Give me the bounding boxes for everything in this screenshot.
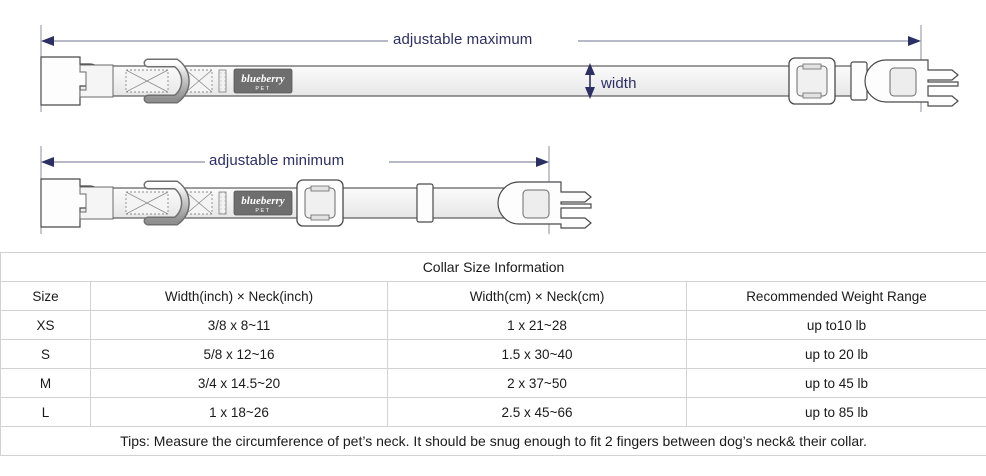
min-buckle-female-slot bbox=[79, 186, 114, 220]
min-brand-sub: PET bbox=[255, 208, 270, 214]
max-buckle-male-slot bbox=[889, 67, 917, 97]
cell-size: L bbox=[0, 397, 91, 427]
header-weight: Recommended Weight Range bbox=[686, 281, 986, 311]
cell-cm: 1.5 x 30~40 bbox=[387, 339, 687, 369]
collar-min-group: blueberry PET bbox=[40, 146, 592, 234]
min-arrow-right bbox=[536, 157, 549, 167]
width-label: width bbox=[601, 75, 637, 92]
max-brand-name: blueberry bbox=[241, 73, 285, 85]
max-ribbed-tag bbox=[218, 69, 227, 93]
cell-size: M bbox=[0, 368, 91, 398]
cell-size: S bbox=[0, 339, 91, 369]
cell-inch: 5/8 x 12~16 bbox=[90, 339, 388, 369]
collar-diagram-svg: blueberry PET bbox=[40, 25, 959, 234]
width-arrow-head-up bbox=[585, 63, 595, 75]
collar-size-table: Collar Size Information Size Width(inch)… bbox=[0, 252, 986, 456]
cell-inch: 3/4 x 14.5~20 bbox=[90, 368, 388, 398]
min-arrow-left bbox=[41, 157, 54, 167]
header-cm: Width(cm) × Neck(cm) bbox=[387, 281, 687, 311]
cell-weight: up to 85 lb bbox=[686, 397, 986, 427]
table-row: L 1 x 18~26 2.5 x 45~66 up to 85 lb bbox=[0, 397, 986, 427]
adjustable-minimum-label: adjustable minimum bbox=[209, 152, 345, 169]
min-buckle-male-slot bbox=[522, 189, 550, 219]
cell-weight: up to10 lb bbox=[686, 310, 986, 340]
table-row: XS 3/8 x 8~11 1 x 21~28 up to10 lb bbox=[0, 310, 986, 340]
min-d-ring-highlight bbox=[145, 182, 189, 224]
max-brand-sub: PET bbox=[255, 86, 270, 92]
cell-inch: 3/8 x 8~11 bbox=[90, 310, 388, 340]
cell-weight: up to 45 lb bbox=[686, 368, 986, 398]
cell-cm: 2 x 37~50 bbox=[387, 368, 687, 398]
max-slide-adjuster-inner bbox=[796, 65, 828, 97]
cell-weight: up to 20 lb bbox=[686, 339, 986, 369]
table-tips-row: Tips: Measure the circumference of pet’s… bbox=[0, 426, 986, 456]
table-tips: Tips: Measure the circumference of pet’s… bbox=[0, 426, 986, 456]
width-arrow-head-down bbox=[585, 87, 595, 99]
table-row: M 3/4 x 14.5~20 2 x 37~50 up to 45 lb bbox=[0, 368, 986, 398]
min-brand-label-plate bbox=[233, 190, 293, 216]
table-header-row: Size Width(inch) × Neck(inch) Width(cm) … bbox=[0, 281, 986, 311]
adjustable-maximum-label: adjustable maximum bbox=[393, 31, 533, 48]
min-slide-adjuster-inner bbox=[304, 187, 336, 219]
min-keeper-loop bbox=[416, 183, 434, 223]
max-d-ring-highlight bbox=[145, 60, 189, 102]
collar-max-group: blueberry PET bbox=[40, 25, 959, 112]
cell-size: XS bbox=[0, 310, 91, 340]
min-brand-name: blueberry bbox=[241, 195, 285, 207]
max-arrow-left bbox=[41, 36, 54, 46]
collar-diagram: blueberry PET bbox=[40, 25, 959, 234]
collar-size-table-wrap: Collar Size Information Size Width(inch)… bbox=[0, 252, 986, 476]
max-brand-label-plate bbox=[233, 68, 293, 94]
table-row: S 5/8 x 12~16 1.5 x 30~40 up to 20 lb bbox=[0, 339, 986, 369]
header-inch: Width(inch) × Neck(inch) bbox=[90, 281, 388, 311]
max-buckle-female-slot bbox=[79, 64, 114, 98]
cell-cm: 1 x 21~28 bbox=[387, 310, 687, 340]
cell-cm: 2.5 x 45~66 bbox=[387, 397, 687, 427]
table-title: Collar Size Information bbox=[0, 252, 986, 282]
table-title-row: Collar Size Information bbox=[0, 252, 986, 282]
cell-inch: 1 x 18~26 bbox=[90, 397, 388, 427]
min-ribbed-tag bbox=[218, 191, 227, 215]
max-arrow-right bbox=[908, 36, 921, 46]
header-size: Size bbox=[0, 281, 91, 311]
